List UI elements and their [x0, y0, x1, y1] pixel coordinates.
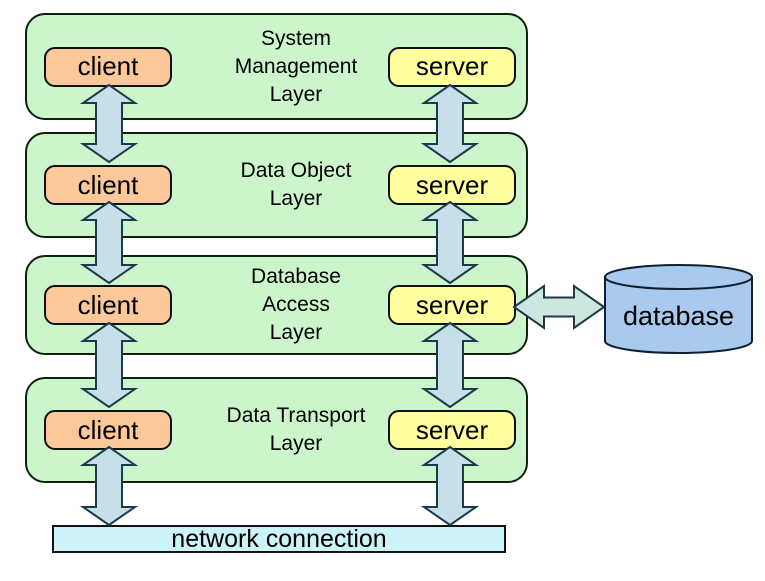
client-box-system-management: client	[44, 46, 172, 87]
server-box-system-management: server	[388, 46, 516, 87]
client-label: client	[77, 414, 139, 445]
server-box-data-transport: server	[388, 410, 516, 450]
double-arrow-server-database	[512, 284, 606, 330]
database-cylinder-top	[604, 264, 753, 290]
double-arrow-server-l1-l2	[420, 83, 480, 164]
network-connection-bar: network connection	[52, 525, 506, 553]
double-arrow-client-l4-network	[79, 445, 139, 527]
layer-title-database-access: Database Access Layer	[251, 265, 341, 344]
server-box-database-access: server	[388, 285, 516, 325]
server-label: server	[415, 289, 489, 320]
server-label: server	[415, 51, 489, 81]
double-arrow-client-l3-l4	[79, 321, 139, 409]
client-box-data-transport: client	[44, 410, 172, 450]
layer-title-data-transport: Data Transport Layer	[226, 404, 366, 455]
database-cylinder-body	[604, 276, 753, 354]
double-arrow-server-l2-l3	[420, 200, 480, 285]
database-label: database	[623, 301, 734, 331]
client-label: client	[77, 169, 139, 200]
client-label: client	[77, 289, 139, 320]
client-label: client	[77, 51, 139, 81]
double-arrow-server-l4-network	[420, 445, 480, 527]
double-arrow-client-l1-l2	[79, 83, 139, 164]
double-arrow-client-l2-l3	[79, 200, 139, 285]
server-label: server	[415, 169, 489, 200]
server-box-data-object: server	[388, 165, 516, 205]
layer-system-management: client System Management Layer server	[25, 13, 528, 120]
double-arrow-server-l3-l4	[420, 321, 480, 409]
layer-title-system-management: System Management Layer	[234, 26, 358, 106]
server-label: server	[415, 414, 489, 445]
network-connection-label: network connection	[171, 524, 387, 553]
layer-title-data-object: Data Object Layer	[240, 159, 352, 210]
